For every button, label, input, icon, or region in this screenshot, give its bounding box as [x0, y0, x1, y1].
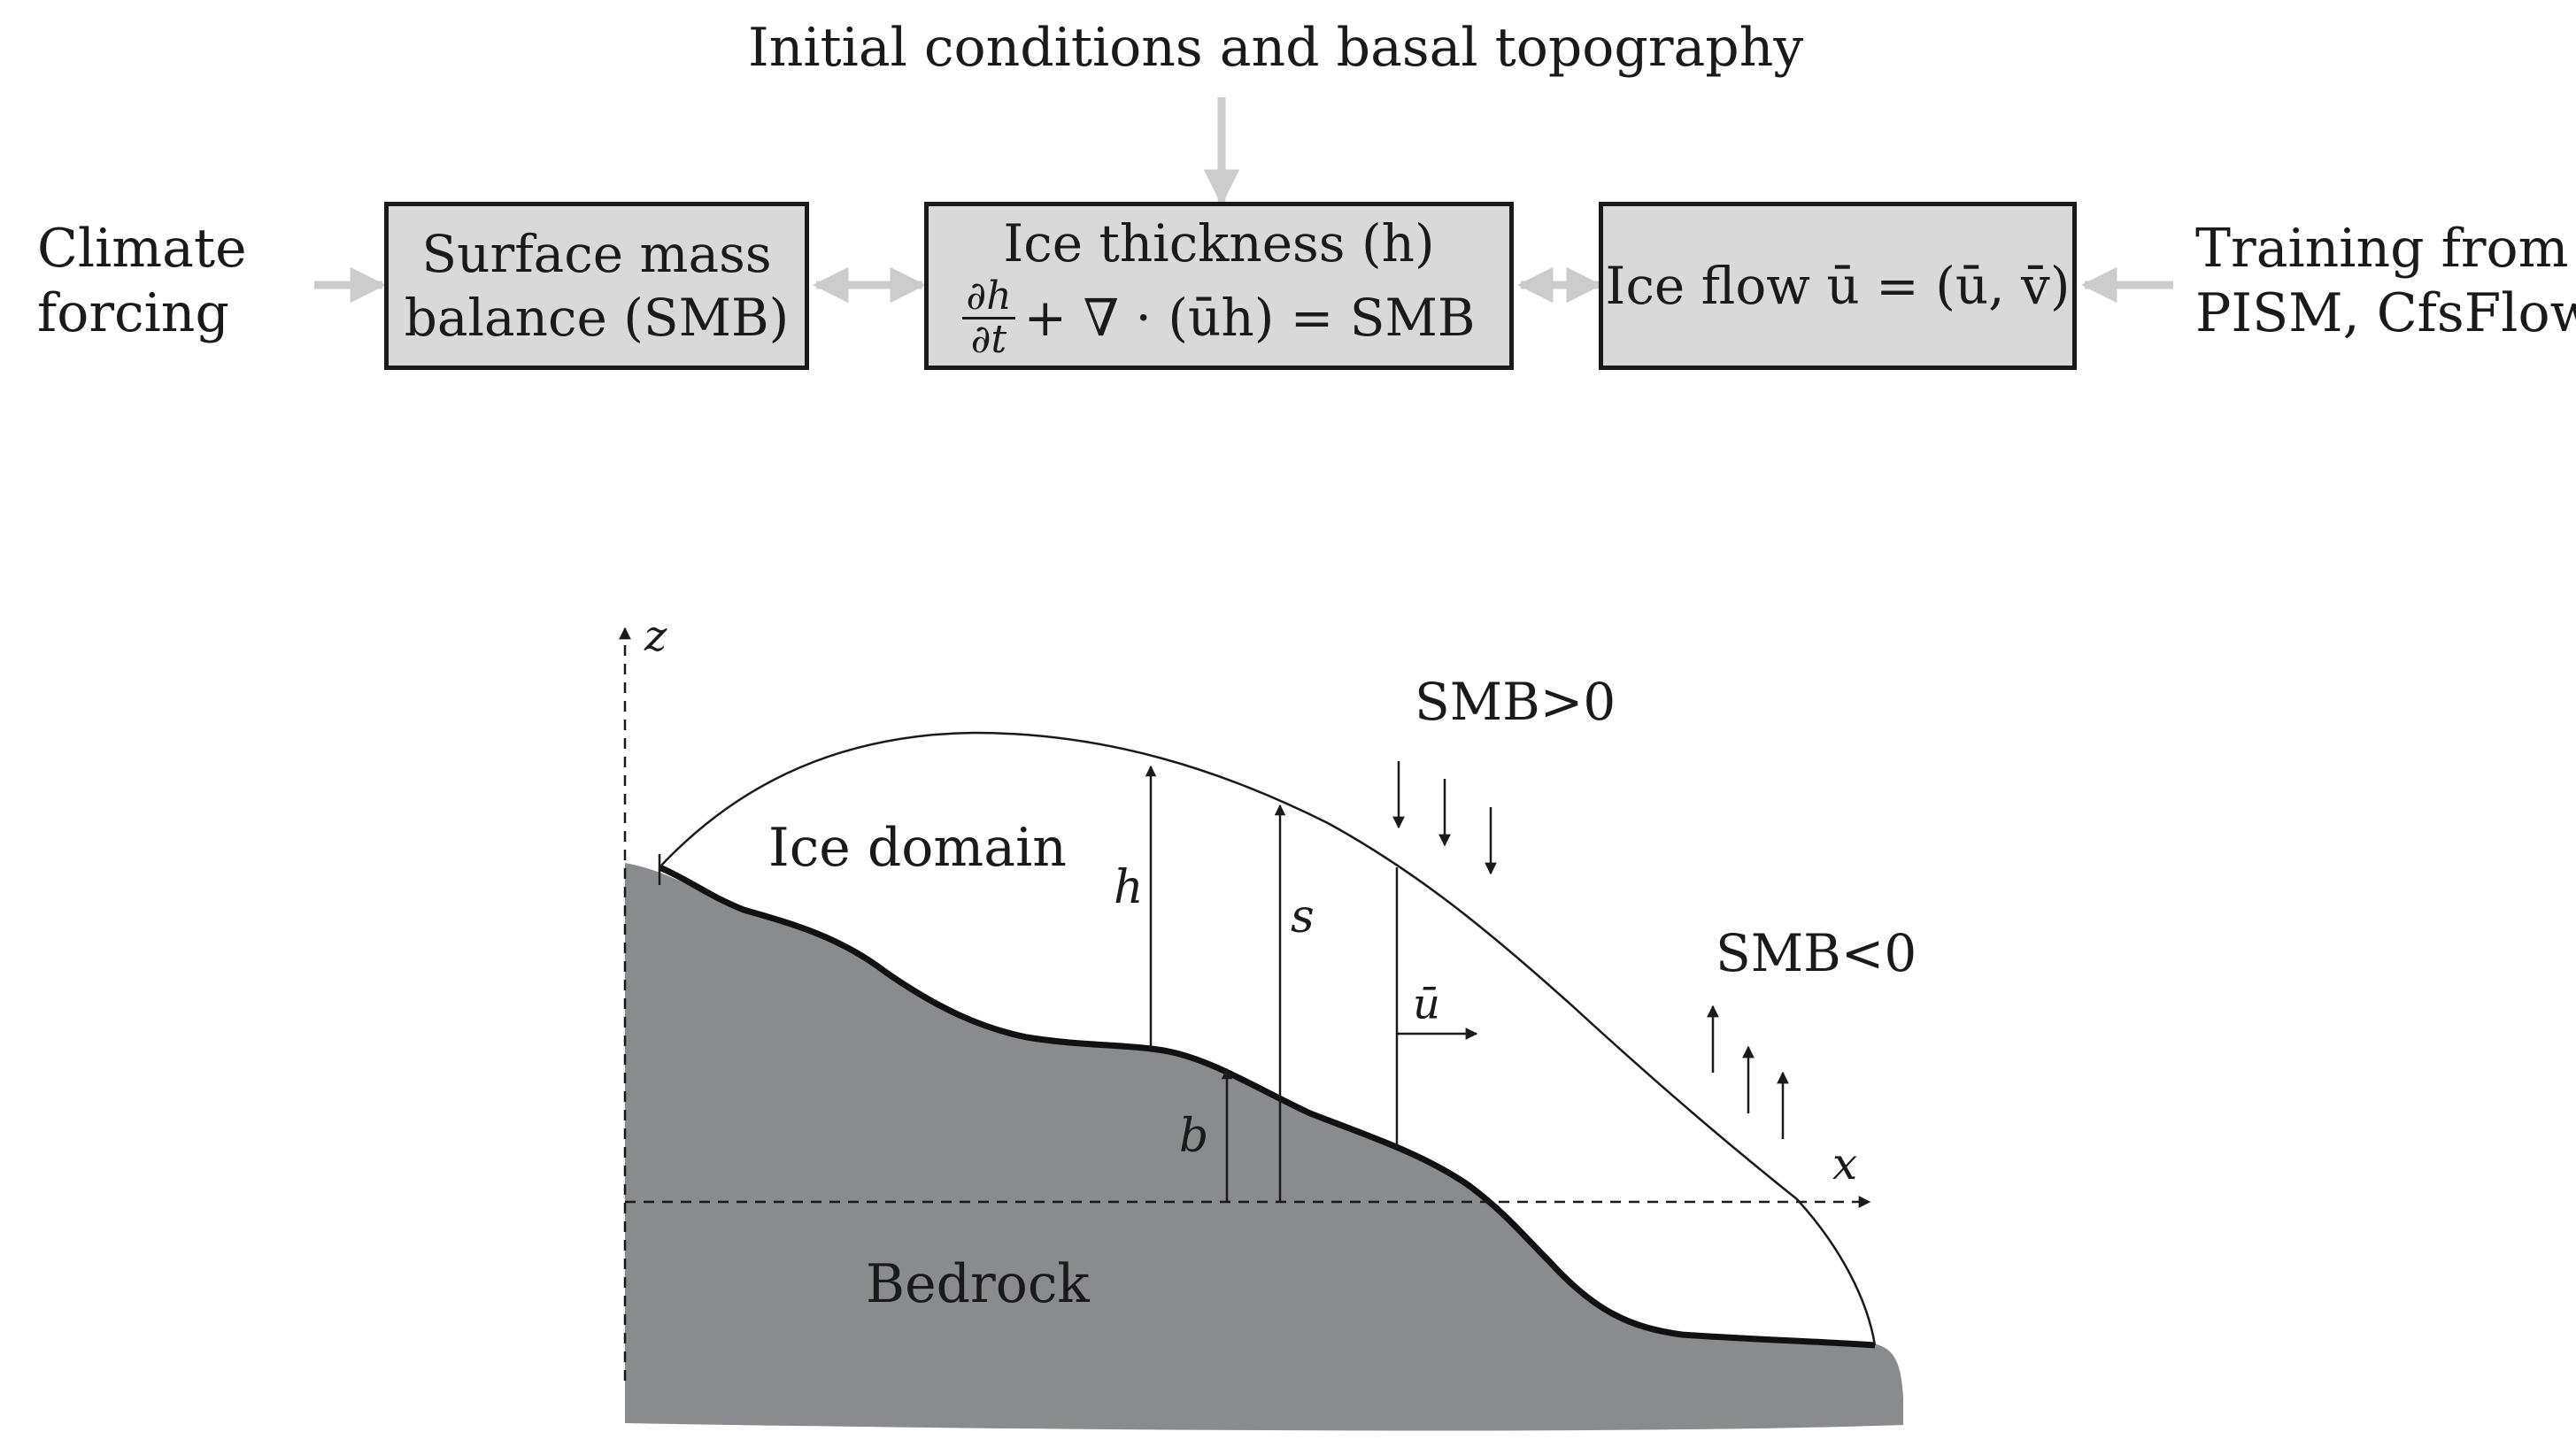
top-input-label: Initial conditions and basal topography [748, 17, 1804, 79]
equation-fraction: ∂h ∂t [962, 275, 1015, 362]
climate-forcing-line2: forcing [37, 282, 229, 345]
fraction-numerator: ∂h [962, 275, 1015, 319]
bedrock-label: Bedrock [866, 1253, 1090, 1315]
climate-forcing-label: Climate forcing [37, 217, 247, 346]
ice-surface-line [659, 731, 1877, 1346]
equation-rest: + ∇ · (ūh) = SMB [1023, 288, 1476, 348]
bed-surface-line [658, 864, 1876, 1349]
smb-negative-label: SMB<0 [1716, 923, 1917, 983]
box-smb-line2: balance (SMB) [404, 288, 790, 348]
box-ice-flow: Ice flow ū = (ū, v̄) [1599, 202, 2077, 370]
b-label: b [1179, 1110, 1209, 1163]
x-axis-label: x [1832, 1138, 1858, 1189]
bedrock-region [625, 863, 1903, 1431]
z-axis-label: z [644, 612, 667, 661]
h-label: h [1114, 861, 1144, 914]
box-smb-line1: Surface mass [421, 223, 772, 284]
u-bar-label: ū [1413, 980, 1440, 1029]
training-line1: Training from [2195, 218, 2569, 280]
climate-forcing-line1: Climate [37, 218, 247, 280]
box-ice-thickness: Ice thickness (h) ∂h ∂t + ∇ · (ūh) = SMB [924, 202, 1514, 370]
training-label: Training from PISM, CfsFlow [2195, 217, 2576, 346]
box-surface-mass-balance: Surface mass balance (SMB) [384, 202, 809, 370]
s-label: s [1291, 890, 1315, 943]
box-thickness-line1: Ice thickness (h) [1003, 213, 1435, 274]
box-flow-text: Ice flow ū = (ū, v̄) [1605, 255, 2071, 316]
training-line2: PISM, CfsFlow [2195, 282, 2576, 345]
ice-domain-label: Ice domain [768, 817, 1067, 879]
smb-positive-label: SMB>0 [1415, 672, 1616, 732]
fraction-denominator: ∂t [970, 316, 1007, 362]
box-thickness-equation: ∂h ∂t + ∇ · (ūh) = SMB [962, 275, 1476, 362]
